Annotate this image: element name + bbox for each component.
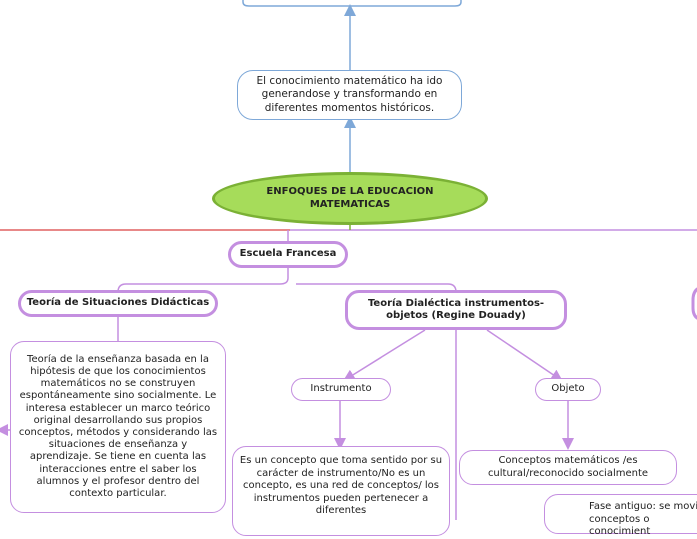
object-description[interactable]: Conceptos matemáticos /es cultural/recon… (459, 450, 677, 485)
object-description-text: Conceptos matemáticos /es cultural/recon… (487, 455, 649, 479)
instrument-description[interactable]: Es un concepto que toma sentido por su c… (232, 446, 450, 536)
theory-dialectic-node[interactable]: Teoría Dialéctica instrumentos-objetos (… (345, 290, 567, 330)
dialectic-to-object (486, 329, 563, 382)
root-label: ENFOQUES DE LA EDUCACION MATEMATICAS (266, 186, 434, 210)
theory-situations-description-text: Teoría de la enseñanza basada en la hipó… (18, 353, 218, 499)
phase-note[interactable]: Fase antiguo: se movi conceptos o conoci… (544, 494, 697, 537)
theory-situations-node[interactable]: Teoría de Situaciones Didácticas (18, 290, 218, 317)
school-node[interactable]: Escuela Francesa (228, 241, 348, 268)
school-label: Escuela Francesa (239, 248, 337, 260)
theory-situations-description[interactable]: Teoría de la enseñanza basada en la hipó… (10, 341, 226, 513)
object-node[interactable]: Objeto (535, 378, 601, 401)
object-label: Objeto (551, 383, 585, 395)
top-node-edge (242, 0, 462, 7)
dialectic-to-instrument (342, 329, 426, 382)
history-note[interactable]: El conocimiento matemático ha ido genera… (237, 70, 462, 120)
theory-situations-label: Teoría de Situaciones Didácticas (26, 297, 210, 309)
school-to-theories (117, 268, 457, 293)
instrument-label: Instrumento (310, 383, 372, 395)
instrument-description-text: Es un concepto que toma sentido por su c… (239, 455, 443, 516)
theory-dialectic-label: Teoría Dialéctica instrumentos-objetos (… (367, 297, 545, 322)
connector-layer (0, 0, 697, 520)
history-note-text: El conocimiento matemático ha ido genera… (256, 75, 443, 114)
right-partial-node (691, 287, 697, 320)
root-node[interactable]: ENFOQUES DE LA EDUCACION MATEMATICAS (212, 172, 488, 225)
instrument-node[interactable]: Instrumento (291, 378, 391, 401)
